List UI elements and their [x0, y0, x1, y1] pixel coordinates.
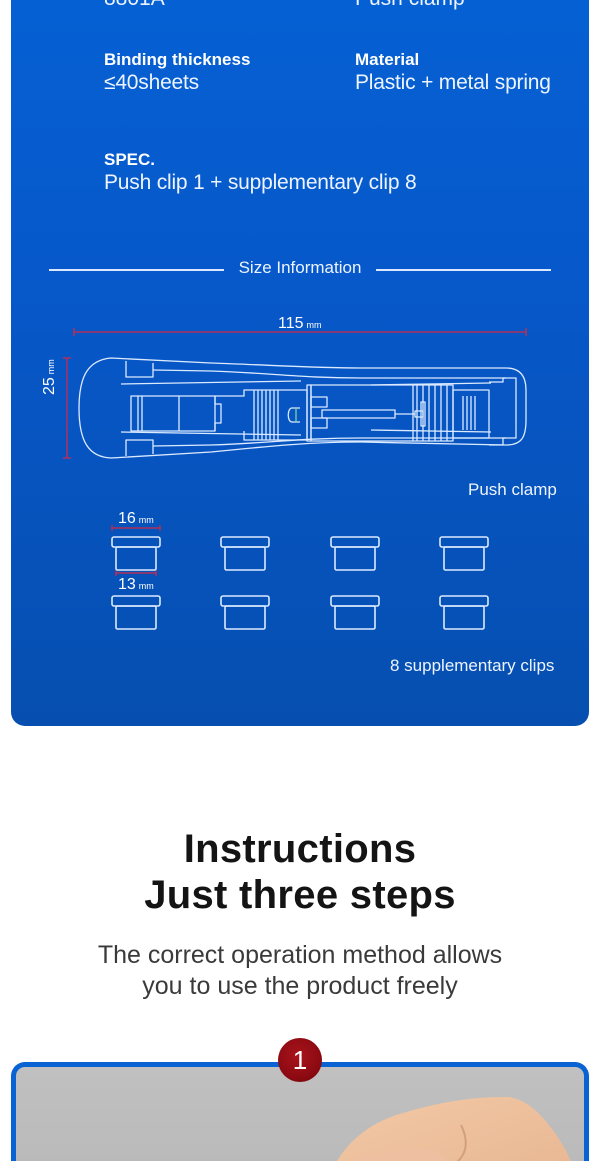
unit: mm [306, 320, 322, 330]
clip-icon [330, 595, 380, 630]
spec-model-value: 8801A [104, 0, 165, 12]
spec-card: 8801A Push clamp Binding thickness ≤40sh… [11, 0, 589, 726]
clamp-length-value: 115 [278, 315, 304, 332]
instructions-description: The correct operation method allows you … [0, 940, 600, 1002]
clip-icon [111, 536, 161, 571]
spec-label: Material [355, 50, 420, 69]
spec-value: Plastic + metal spring [355, 71, 551, 94]
clip-icon [220, 536, 270, 571]
description-line: The correct operation method allows [97, 941, 503, 969]
unit: mm [138, 581, 154, 591]
spec-binding-thickness: Binding thickness ≤40sheets [104, 50, 250, 96]
clip-icon [439, 595, 489, 630]
size-information-header: Size Information [49, 258, 551, 282]
hand-photo [337, 1097, 571, 1161]
clip-bottom-width-value: 13 [118, 576, 136, 593]
clip-icon [439, 536, 489, 571]
spec-label: SPEC. [104, 150, 156, 169]
supplementary-clips-diagram [111, 525, 489, 630]
clip-icon [220, 595, 270, 630]
push-clamp-caption: Push clamp [468, 480, 557, 499]
clip-icon [330, 536, 380, 571]
divider-line [49, 269, 224, 271]
clip-top-width-value: 16 [118, 510, 136, 527]
instructions-section: Instructions Just three steps The correc… [0, 826, 600, 1002]
instructions-title: Instructions [183, 827, 417, 871]
unit: mm [138, 515, 154, 525]
size-information-title: Size Information [238, 258, 362, 277]
push-clamp-diagram [63, 328, 527, 459]
spec-value: ≤40sheets [104, 71, 199, 94]
spec-value: Push clip 1 + supplementary clip 8 [104, 171, 417, 194]
spec-contents: SPEC. Push clip 1 + supplementary clip 8 [104, 150, 417, 196]
supplementary-clips-caption: 8 supplementary clips [390, 656, 555, 675]
spec-label: Binding thickness [104, 50, 251, 69]
description-line: you to use the product freely [142, 972, 458, 1000]
instructions-subtitle-heading: Just three steps [144, 873, 456, 917]
divider-line [376, 269, 551, 271]
step-number-badge: 1 [278, 1038, 322, 1082]
spec-type-value: Push clamp [355, 0, 465, 12]
clip-icon [111, 595, 161, 630]
spec-material: Material Plastic + metal spring [355, 50, 551, 96]
